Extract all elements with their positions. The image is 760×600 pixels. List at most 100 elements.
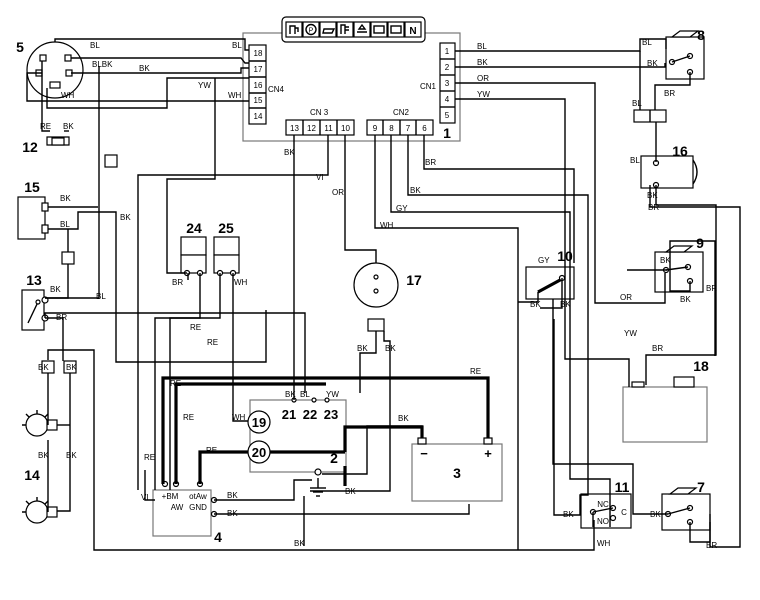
wire-re: RE [206,446,217,455]
wire-or: OR [477,74,489,83]
cn4-pin-17: 17 [254,65,263,74]
wire-bk: BK [398,414,409,423]
wire-or: OR [332,188,344,197]
wire-bk: BK [650,510,661,519]
cn2-pin-9: 9 [373,124,378,133]
tell-tale-icons: P N [285,21,422,38]
wire-bk: BK [50,285,61,294]
wire-re: RE [170,379,181,388]
wire-br: BR [706,541,717,550]
component-8-label: 8 [697,27,705,43]
wire-wh: WH [234,278,248,287]
cn1-pin-1: 1 [445,47,450,56]
switch-8 [633,30,705,123]
wire-wh: WH [61,91,75,100]
wire-bk: BK [227,491,238,500]
wire-gy: GY [538,256,550,265]
wire-bl: BL [477,42,487,51]
wire-br: BR [425,158,436,167]
cn1-pin-4: 4 [445,95,450,104]
battery-plus: + [484,446,492,461]
relay-24 [180,236,207,277]
wire-yw: YW [624,329,637,338]
cn3-pin-12: 12 [307,124,316,133]
cn3-pin-13: 13 [290,124,299,133]
wire-br: BR [648,203,659,212]
relay-11: NC NO C [580,493,632,529]
cn4-connector: 18 17 16 15 14 CN4 [248,44,285,125]
terminal-c: C [621,508,627,517]
wire-blbk: BLBK [92,60,113,69]
wire-bl: BL [300,390,310,399]
terminal-21-label: 21 [282,407,296,422]
terminal-no: NO [597,517,609,526]
wire-bk: BK [410,186,421,195]
component-17-label: 17 [406,272,422,288]
terminal-aw: AW [171,503,184,512]
wire-re: RE [144,453,155,462]
wire-wh: WH [228,91,242,100]
wire-bk: BK [227,509,238,518]
wire-bl: BL [96,292,106,301]
svg-text:P: P [309,28,314,35]
wire-bk: BK [120,213,131,222]
wire-wh: WH [380,221,394,230]
wire-bl: BL [630,156,640,165]
wire-br: BR [172,278,183,287]
wire-re: RE [190,323,201,332]
wire-br: BR [56,313,67,322]
wire-bk: BK [560,300,571,309]
wire-yw: YW [477,90,490,99]
component-5-label: 5 [16,39,24,55]
wire-yw: YW [198,81,211,90]
wire-bk: BK [477,58,488,67]
thick-wires [161,376,490,486]
cn4-pin-18: 18 [254,49,263,58]
lamp-14-upper [22,410,58,437]
wire-br: BR [706,284,717,293]
terminal-23-label: 23 [324,407,338,422]
terminal-22-label: 22 [303,407,317,422]
cn1-pin-2: 2 [445,63,450,72]
cn4-pin-15: 15 [254,96,263,105]
wire-bk: BK [284,148,295,157]
wire-br: BR [652,344,663,353]
terminal-gnd: GND [189,503,207,512]
cn4-label: CN4 [268,85,285,94]
wire-bk: BK [680,295,691,304]
neutral-icon [404,21,422,38]
component-11-label: 11 [615,479,630,495]
wires [26,38,741,551]
sensor-16 [640,155,698,189]
wire-bk: BK [38,451,49,460]
wire-re: RE [207,338,218,347]
component-13-label: 13 [26,272,42,288]
battery-minus: − [420,446,428,461]
component-12-label: 12 [22,139,38,155]
cn3-pin-11: 11 [324,124,333,133]
component-24-label: 24 [186,220,202,236]
battery-3 [411,443,503,502]
wire-vi: VI [316,173,324,182]
switch-10 [525,266,575,300]
connector-12 [46,136,70,146]
wire-wh: WH [597,539,611,548]
seat-switch-15 [17,196,49,240]
wire-bk: BK [660,256,671,265]
key-switch [26,41,84,99]
wire-gy: GY [396,204,408,213]
cn3-pin-10: 10 [341,124,350,133]
terminal-bm: +BM [162,492,179,501]
cn1-pin-5: 5 [445,111,450,120]
wire-vi: VI [141,493,149,502]
cn4-pin-14: 14 [254,112,263,121]
component-15-label: 15 [24,179,40,195]
neutral-label: N [409,26,416,37]
wire-bl: BL [642,38,652,47]
terminal-nc: NC [597,500,609,509]
switch-9 [654,245,704,293]
component-16-label: 16 [672,143,688,159]
component-7-label: 7 [697,479,705,495]
